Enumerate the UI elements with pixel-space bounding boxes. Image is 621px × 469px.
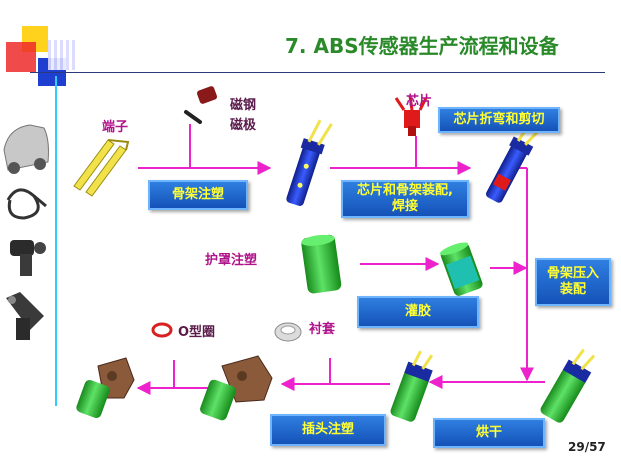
connector-molded-part	[200, 355, 273, 421]
label-chip: 芯片	[406, 94, 433, 109]
o-ring-part	[151, 322, 173, 338]
potting-part	[439, 242, 483, 296]
bushing-part	[274, 322, 302, 342]
box-connector-molding: 插头注塑	[270, 414, 386, 446]
dried-part-middle	[390, 350, 434, 422]
box-chip-bend-cut: 芯片折弯和剪切	[438, 107, 560, 133]
header-rule	[30, 72, 605, 73]
box-drying: 烘干	[433, 418, 545, 448]
car-thumbnail-icon	[3, 124, 49, 174]
magnet-part	[184, 86, 218, 124]
label-magnet-line2: 磁极	[230, 118, 257, 133]
sensor-part-icon-2	[6, 292, 44, 340]
label-shield-molding: 护罩注塑	[205, 253, 258, 268]
page-number: 29/57	[568, 440, 606, 454]
box-chip-frame-assembly: 芯片和骨架装配, 焊接	[341, 180, 469, 218]
box-frame-press-fit: 骨架压入 装配	[535, 258, 611, 306]
box-potting: 灌胶	[357, 296, 479, 328]
label-terminal: 端子	[102, 120, 129, 135]
sensor-part-icon-1	[10, 240, 46, 276]
corner-square-grid	[48, 40, 78, 70]
frame-assembly-part	[286, 119, 333, 206]
sensor-cable-icon	[6, 188, 47, 220]
box-frame-molding: 骨架注塑	[148, 180, 248, 210]
final-sensor-part	[76, 357, 135, 419]
label-magnet-line1: 磁钢	[230, 98, 257, 113]
label-bushing: 衬套	[309, 322, 336, 337]
terminal-pins-part	[73, 139, 130, 197]
chip-part	[394, 95, 428, 136]
dried-part-right	[540, 348, 596, 423]
left-rule	[55, 76, 57, 406]
page-title: 7. ABS传感器生产流程和设备	[285, 34, 559, 58]
label-o-ring: O型圈	[178, 325, 216, 340]
shield-molding-part	[301, 234, 342, 294]
corner-square-red	[6, 42, 36, 72]
